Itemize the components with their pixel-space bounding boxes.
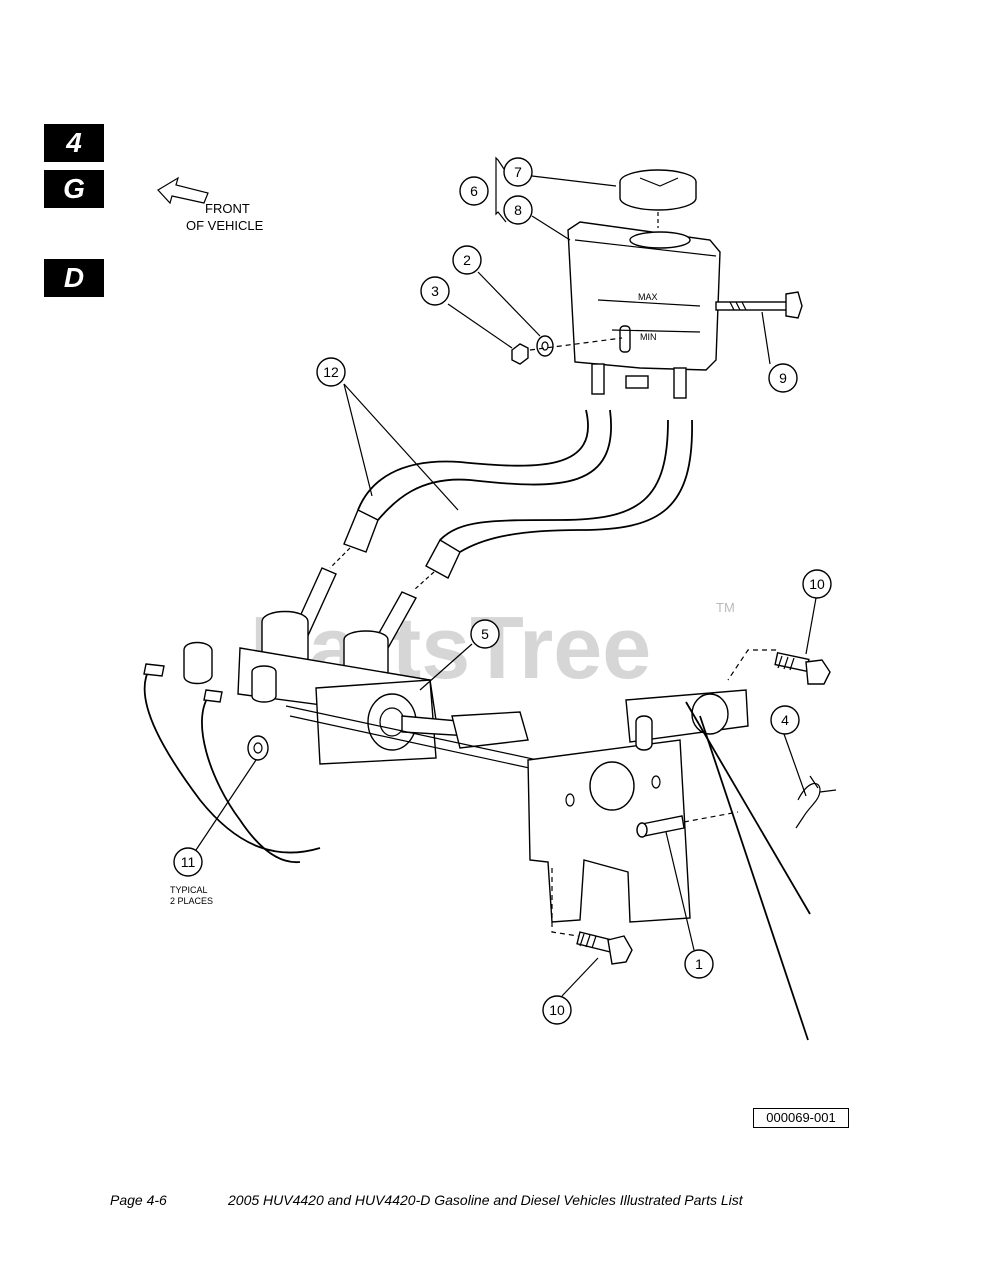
pedal-bracket [527, 689, 811, 1041]
watermark-tm: TM [716, 600, 735, 615]
bracket-bolt-lower [551, 868, 633, 965]
reservoir-tank [567, 221, 721, 399]
callout-10-upper: 10 [802, 569, 832, 599]
footer-title: 2005 HUV4420 and HUV4420-D Gasoline and … [228, 1192, 743, 1208]
svg-text:5: 5 [481, 626, 489, 642]
svg-text:9: 9 [779, 370, 787, 386]
callout-3: 3 [420, 276, 450, 306]
reservoir-cap [619, 169, 697, 228]
callout-11: 11 [173, 847, 203, 877]
leader-lines [195, 156, 817, 997]
footer-page-number: Page 4-6 [110, 1192, 167, 1208]
svg-text:6: 6 [470, 183, 478, 199]
hairpin-clip [795, 775, 837, 829]
reservoir-min-mark: MIN [640, 332, 657, 342]
svg-text:8: 8 [514, 202, 522, 218]
callout-10-lower: 10 [542, 995, 572, 1025]
callout-6: 6 [459, 176, 489, 206]
front-arrow-icon [157, 176, 209, 205]
callout-2: 2 [452, 245, 482, 275]
reservoir-hoses [329, 409, 693, 591]
callout-7: 7 [503, 157, 533, 187]
note-line2: 2 PLACES [170, 896, 213, 906]
svg-text:12: 12 [323, 364, 339, 380]
svg-text:11: 11 [181, 854, 196, 870]
washer [536, 335, 554, 357]
nut [511, 343, 529, 365]
callout-8: 8 [503, 195, 533, 225]
clevis-pin [636, 811, 739, 838]
callout-5: 5 [470, 619, 500, 649]
svg-text:3: 3 [431, 283, 439, 299]
callout-12: 12 [316, 357, 346, 387]
callout-4: 4 [770, 705, 800, 735]
bushing [247, 735, 269, 761]
svg-text:1: 1 [695, 956, 703, 972]
bracket-bolt-upper [727, 649, 831, 685]
svg-text:2: 2 [463, 252, 471, 268]
section-tab-4: 4 [44, 124, 104, 162]
orientation-line1: FRONT [205, 201, 250, 216]
svg-text:7: 7 [514, 164, 522, 180]
note-line1: TYPICAL [170, 885, 208, 895]
svg-text:10: 10 [549, 1002, 565, 1018]
master-cylinder [183, 567, 641, 793]
orientation-line2: OF VEHICLE [186, 218, 264, 233]
brake-lines [143, 663, 321, 863]
section-tab-d: D [44, 259, 104, 297]
callout-1: 1 [684, 949, 714, 979]
reservoir-max-mark: MAX [638, 292, 658, 302]
reservoir-bolt [715, 291, 803, 319]
callout-9: 9 [768, 363, 798, 393]
svg-text:4: 4 [781, 712, 789, 728]
svg-text:10: 10 [809, 576, 825, 592]
section-tab-g: G [44, 170, 104, 208]
figure-id: 000069-001 [753, 1108, 849, 1128]
